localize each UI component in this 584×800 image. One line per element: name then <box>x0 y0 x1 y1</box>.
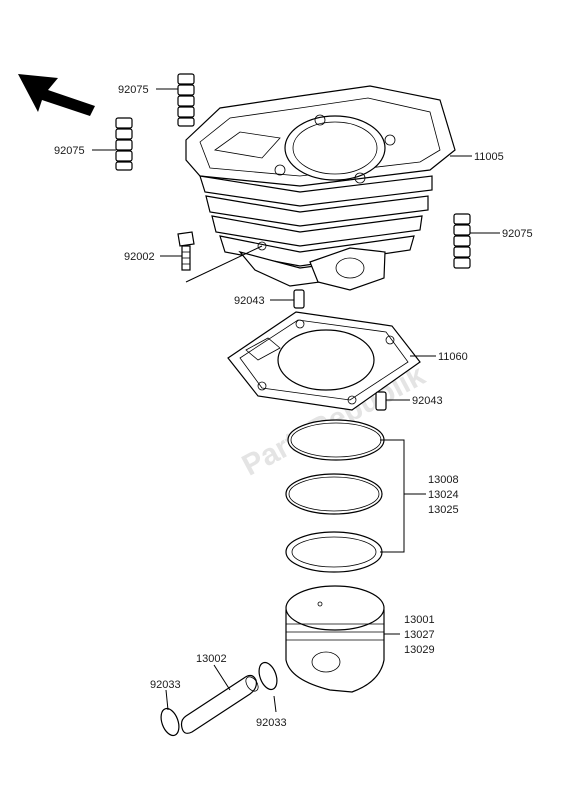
callout-13029: 13029 <box>404 644 435 656</box>
piston-pin <box>180 674 259 734</box>
dowel-pin-top <box>293 289 305 309</box>
callout-92075-top: 92075 <box>118 84 149 96</box>
dowel-pin-bottom <box>375 391 387 411</box>
callout-11060: 11060 <box>438 351 468 363</box>
callout-92043-top: 92043 <box>234 295 265 307</box>
callout-13008: 13008 <box>428 474 459 486</box>
callout-11005: 11005 <box>474 151 504 163</box>
callout-13027: 13027 <box>404 629 435 641</box>
callout-13002: 13002 <box>196 653 227 665</box>
callout-13001: 13001 <box>404 614 435 626</box>
spacer-stack-right <box>453 213 471 269</box>
piston-rings <box>285 419 385 573</box>
callout-92075-right: 92075 <box>502 228 533 240</box>
callout-92033-left: 92033 <box>150 679 181 691</box>
cylinder-gasket <box>227 311 421 411</box>
callout-92002: 92002 <box>124 251 155 263</box>
callout-92043-bottom: 92043 <box>412 395 443 407</box>
piston <box>285 585 385 693</box>
spacer-stack-top <box>177 73 195 127</box>
front-direction-arrow-icon <box>18 74 95 116</box>
callout-92033-right: 92033 <box>256 717 287 729</box>
circlip-left <box>160 707 180 737</box>
circlip-right <box>258 661 278 691</box>
spacer-stack-left <box>115 117 133 171</box>
bolt-92002 <box>177 231 195 271</box>
callout-13024: 13024 <box>428 489 459 501</box>
callout-13025: 13025 <box>428 504 459 516</box>
callout-92075-left: 92075 <box>54 145 85 157</box>
cylinder-block <box>185 85 456 291</box>
leader-lines <box>92 88 500 713</box>
